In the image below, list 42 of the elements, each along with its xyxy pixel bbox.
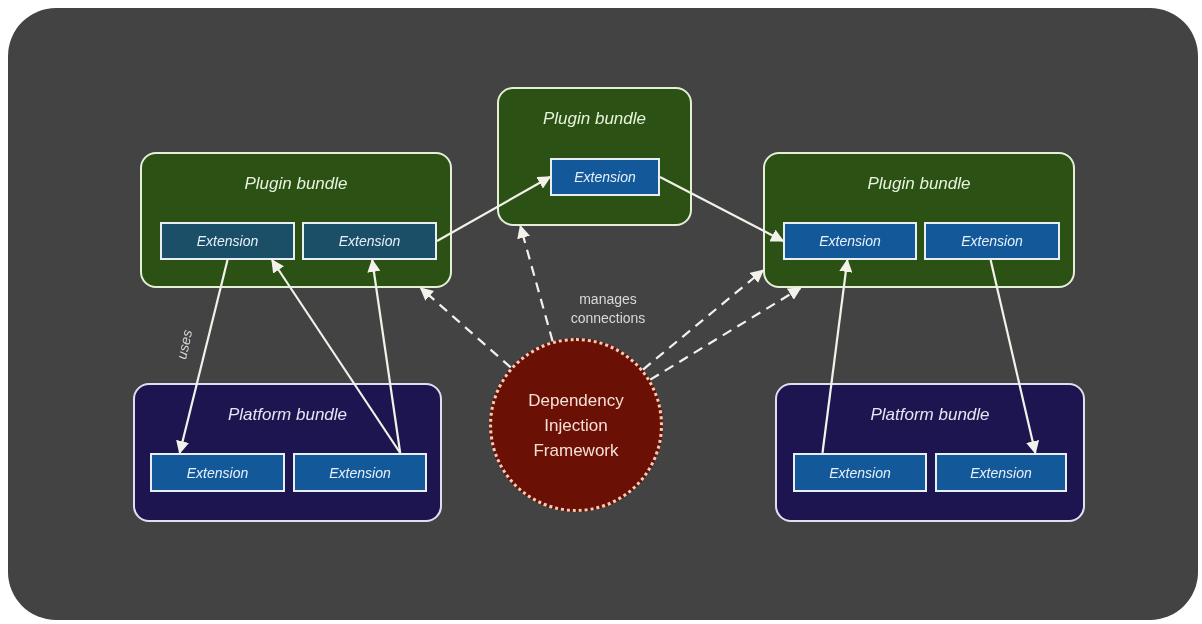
bundle-title: Plugin bundle	[543, 109, 646, 128]
arrow	[367, 258, 402, 454]
bundle-title: Plugin bundle	[244, 174, 348, 193]
annotation-label: manages connections	[569, 290, 647, 328]
extension-box	[302, 222, 437, 260]
arrow	[989, 259, 1040, 455]
bundle-title: Plugin bundle	[867, 174, 971, 193]
framework-label: Dependency Injection Framework	[527, 389, 625, 462]
extension-box	[150, 453, 285, 492]
extension-box	[293, 453, 427, 492]
plugin-bundle-box	[497, 87, 692, 226]
bundle-title: Platform bundle	[870, 405, 990, 424]
extension-box	[935, 453, 1067, 492]
extension-label: Extension	[819, 233, 881, 249]
extension-label: Extension	[186, 464, 249, 481]
arrow	[436, 176, 552, 242]
extension-box	[924, 222, 1060, 260]
dashed-arrow	[642, 269, 764, 371]
edge-label: uses	[172, 327, 196, 361]
plugin-bundle-box	[763, 152, 1075, 288]
extension-box	[160, 222, 295, 260]
extension-box	[550, 158, 660, 196]
arrow	[176, 259, 229, 455]
platform-bundle-box	[775, 383, 1085, 522]
dashed-arrow	[419, 287, 512, 369]
extension-label: Extension	[970, 464, 1032, 481]
extension-box	[793, 453, 927, 492]
extension-label: Extension	[574, 169, 636, 185]
platform-bundle-box	[133, 383, 442, 522]
dashed-arrow	[517, 224, 554, 342]
extension-label: Extension	[961, 233, 1023, 249]
arrow	[659, 176, 785, 242]
extension-label: Extension	[829, 464, 891, 481]
dashed-arrow	[649, 287, 802, 381]
extension-label: Extension	[196, 233, 259, 249]
plugin-bundle-box	[140, 152, 452, 288]
extension-label: Extension	[338, 233, 401, 249]
bundle-title: Platform bundle	[227, 405, 348, 424]
extension-label: Extension	[329, 464, 391, 481]
arrow	[821, 258, 853, 454]
arrow	[271, 258, 402, 454]
extension-box	[783, 222, 917, 260]
